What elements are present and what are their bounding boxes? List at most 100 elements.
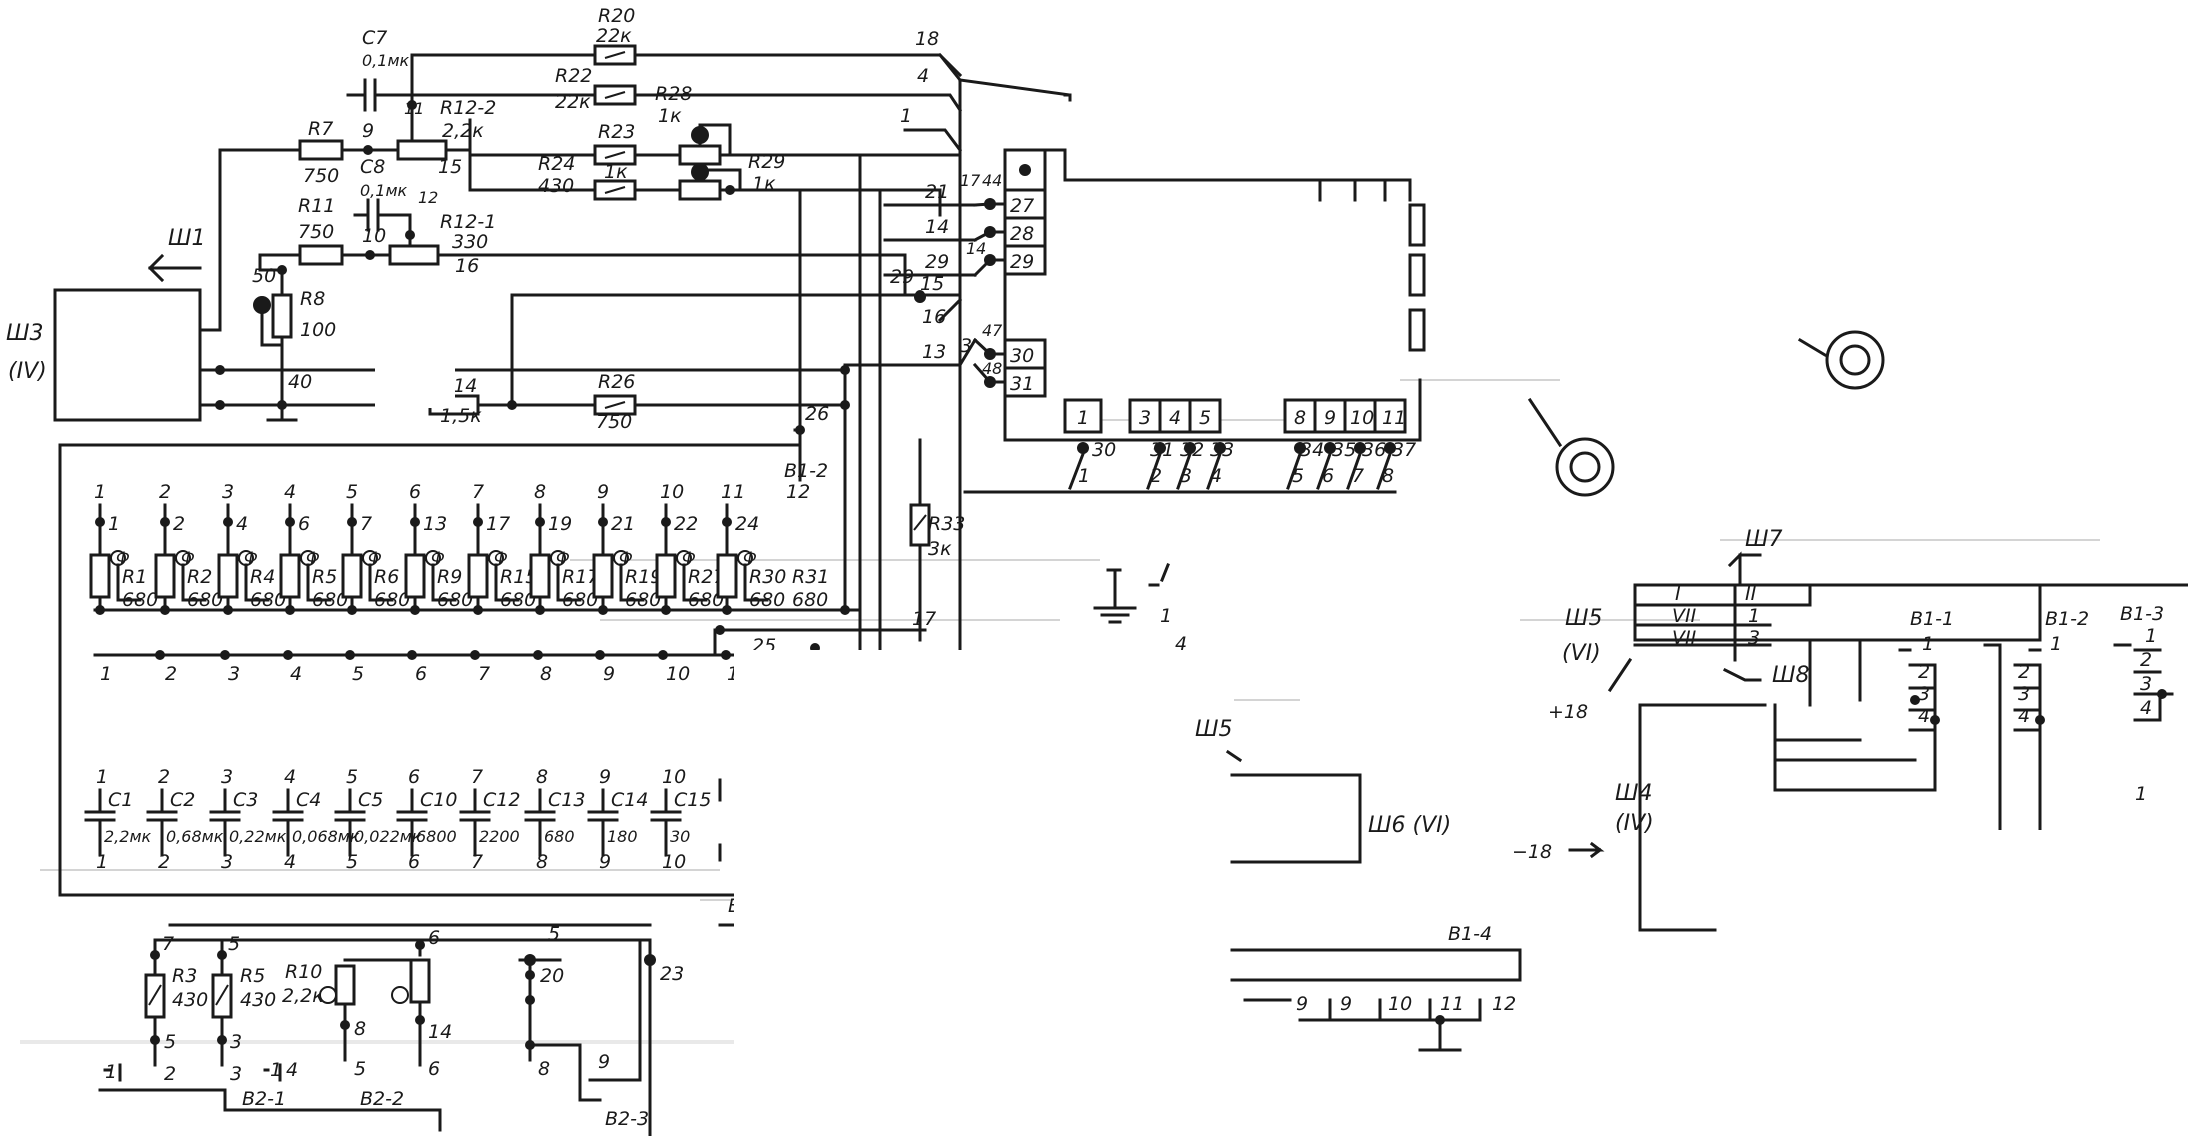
svg-text:В2-1: В2-1 xyxy=(242,1088,286,1110)
svg-text:16: 16 xyxy=(455,255,479,277)
svg-text:R10: R10 xyxy=(285,961,322,983)
svg-text:15: 15 xyxy=(438,156,462,178)
top-left-network: Ш3 (IV) Ш1 R7 750 9 C8 15 R12-2 2,2к 11 … xyxy=(6,5,963,897)
b1-1-label: В1-1 xyxy=(1910,608,1954,630)
capacitor-value: 0,68мк xyxy=(166,827,224,846)
svg-text:330: 330 xyxy=(452,231,488,253)
capacitor-bottom-number: 9 xyxy=(599,851,611,873)
svg-text:4: 4 xyxy=(286,1059,298,1081)
resistor-top-number: 11 xyxy=(721,481,745,503)
svg-text:R22: R22 xyxy=(555,65,592,87)
svg-text:11: 11 xyxy=(1440,993,1464,1015)
svg-text:R8: R8 xyxy=(300,288,325,310)
svg-text:4: 4 xyxy=(917,65,929,87)
resistor-node-number: 6 xyxy=(298,513,310,535)
svg-text:100: 100 xyxy=(300,319,336,341)
capacitor-value: 180 xyxy=(607,827,638,846)
capacitor-value: 30 xyxy=(670,827,690,846)
sh1-label: Ш1 xyxy=(168,226,206,251)
svg-text:29: 29 xyxy=(890,266,914,288)
capacitor-bottom-number: 10 xyxy=(662,851,686,873)
sh6-label: Ш6 (VI) xyxy=(1368,813,1451,838)
svg-text:50: 50 xyxy=(252,265,276,287)
svg-text:2: 2 xyxy=(1150,465,1162,487)
svg-text:430: 430 xyxy=(240,989,276,1011)
sh8-label: Ш8 xyxy=(1772,663,1810,688)
resistor-r17 xyxy=(529,553,551,599)
svg-text:4: 4 xyxy=(1918,705,1930,727)
resistor-top-number: 10 xyxy=(660,481,684,503)
svg-text:3: 3 xyxy=(1918,683,1930,705)
svg-text:В1-2: В1-2 xyxy=(784,460,828,482)
svg-text:Ф: Ф xyxy=(181,548,195,567)
washed-region xyxy=(734,650,1234,1136)
svg-text:750: 750 xyxy=(596,411,632,433)
svg-text:C7: C7 xyxy=(362,27,387,49)
capacitor-top-number: 8 xyxy=(536,766,548,788)
svg-text:11: 11 xyxy=(404,99,424,118)
svg-text:11: 11 xyxy=(1382,407,1406,429)
svg-text:2,2к: 2,2к xyxy=(282,985,324,1007)
capacitor-bottom-number: 8 xyxy=(536,851,548,873)
svg-text:R12-2: R12-2 xyxy=(440,97,496,119)
svg-text:R20: R20 xyxy=(598,5,635,27)
svg-text:15: 15 xyxy=(920,273,944,295)
svg-text:17: 17 xyxy=(960,171,981,190)
svg-text:12: 12 xyxy=(418,188,438,207)
capacitor-c14 xyxy=(587,788,619,857)
capacitor-name: C14 xyxy=(611,789,648,811)
svg-text:3: 3 xyxy=(1180,465,1192,487)
svg-text:R11: R11 xyxy=(298,195,335,217)
resistor-value: 680 xyxy=(187,589,223,611)
capacitor-value: 0,068мк xyxy=(292,827,360,846)
svg-text:36: 36 xyxy=(1362,439,1386,461)
resistor-name: R27 xyxy=(688,566,725,588)
svg-text:47: 47 xyxy=(982,321,1003,340)
capacitor-top-number: 3 xyxy=(221,766,233,788)
capacitor-top-number: 5 xyxy=(346,766,358,788)
svg-text:33: 33 xyxy=(1210,439,1234,461)
b1-4-label: В1-4 xyxy=(1448,923,1492,945)
capacitor-top-number: 9 xyxy=(599,766,611,788)
svg-text:R29: R29 xyxy=(748,151,785,173)
svg-text:5: 5 xyxy=(1199,407,1211,429)
svg-text:6: 6 xyxy=(1322,465,1334,487)
sh5-sub-label: (VI) xyxy=(1562,641,1601,666)
svg-text:28: 28 xyxy=(1010,223,1034,245)
sh5-mid-label: Ш5 xyxy=(1195,717,1233,742)
svg-text:6: 6 xyxy=(428,927,440,949)
svg-text:30: 30 xyxy=(1092,439,1116,461)
bus-number: 2 xyxy=(165,663,177,685)
svg-text:3: 3 xyxy=(1748,627,1760,649)
svg-text:Ф: Ф xyxy=(116,548,130,567)
svg-text:3: 3 xyxy=(960,335,972,357)
svg-text:1к: 1к xyxy=(658,105,682,127)
svg-text:3к: 3к xyxy=(928,538,952,560)
capacitor-c3 xyxy=(209,788,241,857)
bus-number: 7 xyxy=(478,663,490,685)
bus-number: 5 xyxy=(352,663,364,685)
svg-text:430: 430 xyxy=(538,175,574,197)
capacitor-value: 2,2мк xyxy=(104,827,152,846)
resistor-r2 xyxy=(154,553,176,599)
svg-text:В2-3: В2-3 xyxy=(605,1108,649,1130)
svg-text:1: 1 xyxy=(1077,407,1089,429)
svg-text:29: 29 xyxy=(1010,251,1034,273)
capacitor-value: 680 xyxy=(544,827,575,846)
resistor-name: R9 xyxy=(437,566,462,588)
resistor-name: R4 xyxy=(250,566,275,588)
resistor-node-number: 24 xyxy=(735,513,759,535)
svg-text:3: 3 xyxy=(1139,407,1151,429)
resistor-r30 xyxy=(716,553,738,599)
svg-text:32: 32 xyxy=(1180,439,1204,461)
svg-text:I: I xyxy=(1675,583,1681,605)
capacitor-c1 xyxy=(84,788,116,857)
svg-text:R26: R26 xyxy=(598,371,635,393)
resistor-r5 xyxy=(279,553,301,599)
resistor-top-number: 9 xyxy=(597,481,609,503)
svg-text:1к: 1к xyxy=(604,161,628,183)
svg-text:14: 14 xyxy=(428,1021,452,1043)
svg-text:Ф: Ф xyxy=(619,548,633,567)
svg-text:0,1мк: 0,1мк xyxy=(362,51,410,70)
svg-text:5: 5 xyxy=(164,1031,176,1053)
